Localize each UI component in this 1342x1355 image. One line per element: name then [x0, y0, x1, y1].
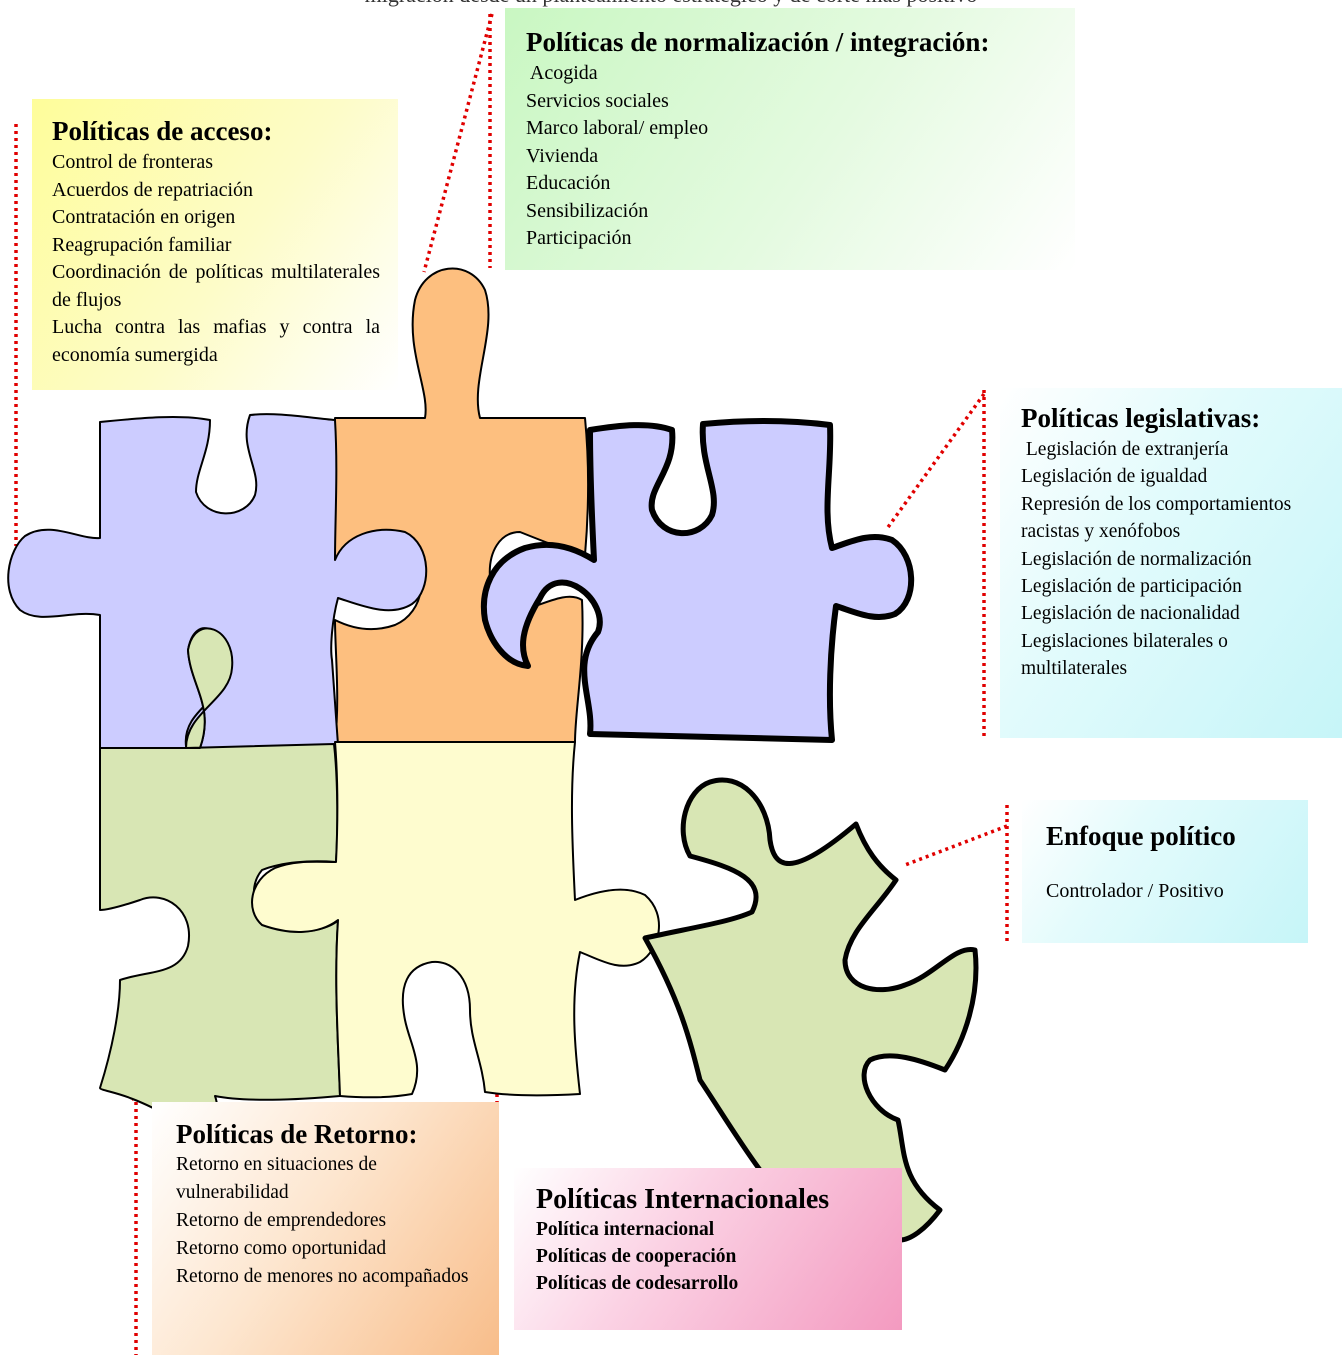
normalization-policies-box: Políticas de normalización / integración…	[505, 8, 1075, 270]
policy-approach-list: Controlador / Positivo	[1046, 878, 1298, 906]
list-item: Sensibilización	[526, 199, 649, 222]
international-policies-box: Políticas Internacionales Política inter…	[514, 1168, 902, 1330]
connector-approach-diagonal	[904, 824, 1008, 867]
list-item: Acogida	[526, 62, 598, 84]
list-item: Participación	[526, 227, 632, 249]
list-item: Legislación de nacionalidad	[1021, 603, 1240, 625]
list-item: Lucha contra las mafias y contra la econ…	[52, 316, 380, 366]
list-item: Legislación de participación	[1021, 576, 1242, 598]
policy-approach-box: Enfoque político Controlador / Positivo	[1022, 800, 1308, 943]
puzzle-piece-yellow	[251, 741, 660, 1099]
puzzle-piece-purple-left	[7, 413, 428, 752]
list-item: Retorno como oportunidad	[176, 1238, 387, 1259]
list-item: Control de fronteras	[52, 151, 214, 173]
list-item: Legislación de igualdad	[1021, 466, 1208, 488]
normalization-policies-title: Políticas de normalización / integración…	[526, 27, 990, 57]
connector-lines	[14, 13, 1009, 1355]
list-item: Políticas de cooperación	[536, 1246, 737, 1267]
list-item: Coordinación de políticas multilaterales…	[52, 261, 380, 311]
list-item: Servicios sociales	[526, 89, 669, 112]
international-policies-list: Política internacional Políticas de coop…	[536, 1216, 894, 1297]
return-policies-list: Retorno en situaciones de vulnerabilidad…	[176, 1151, 491, 1291]
list-item: Marco laboral/ empleo	[526, 117, 709, 139]
access-policies-title: Políticas de acceso:	[52, 116, 273, 146]
list-item: Contratación en origen	[52, 206, 236, 228]
list-item: Reagrupación familiar	[52, 233, 232, 256]
puzzle-piece-purple-right	[481, 418, 915, 743]
list-item: Vivienda	[526, 144, 599, 167]
list-item: Política internacional	[536, 1219, 715, 1240]
normalization-policies-list: Acogida Servicios sociales Marco laboral…	[526, 60, 1065, 253]
list-item: Retorno de menores no acompañados	[176, 1266, 469, 1287]
list-item: Represión de los comportamientos racista…	[1021, 493, 1292, 543]
list-item: Políticas de codesarrollo	[536, 1273, 739, 1294]
list-item: Legislación de extranjería	[1021, 439, 1229, 460]
policy-approach-text: Controlador / Positivo	[1046, 880, 1224, 902]
legislative-policies-box: Políticas legislativas: Legislación de e…	[1000, 388, 1342, 738]
connector-normalization-diagonal	[422, 13, 494, 273]
list-item: Acuerdos de repatriación	[52, 178, 254, 201]
connector-legislative-diagonal	[884, 392, 986, 532]
return-policies-title: Políticas de Retorno:	[176, 1119, 418, 1149]
header-text: migración desde un planteamiento estraté…	[0, 0, 1342, 8]
return-policies-box: Políticas de Retorno: Retorno en situaci…	[152, 1102, 499, 1355]
list-item: Educación	[526, 172, 611, 194]
legislative-policies-title: Políticas legislativas:	[1021, 403, 1261, 433]
policy-approach-title: Enfoque político	[1046, 821, 1236, 851]
list-item: Legislaciones bilaterales o multilateral…	[1021, 630, 1228, 680]
legislative-policies-list: Legislación de extranjería Legislación d…	[1021, 436, 1336, 683]
list-item: Retorno en situaciones de vulnerabilidad	[176, 1154, 377, 1203]
international-policies-title: Políticas Internacionales	[536, 1184, 830, 1215]
list-item: Retorno de emprendedores	[176, 1210, 387, 1231]
list-item: Legislación de normalización	[1021, 548, 1252, 570]
access-policies-list: Control de fronteras Acuerdos de repatri…	[52, 149, 380, 369]
access-policies-box: Políticas de acceso: Control de frontera…	[32, 99, 398, 390]
